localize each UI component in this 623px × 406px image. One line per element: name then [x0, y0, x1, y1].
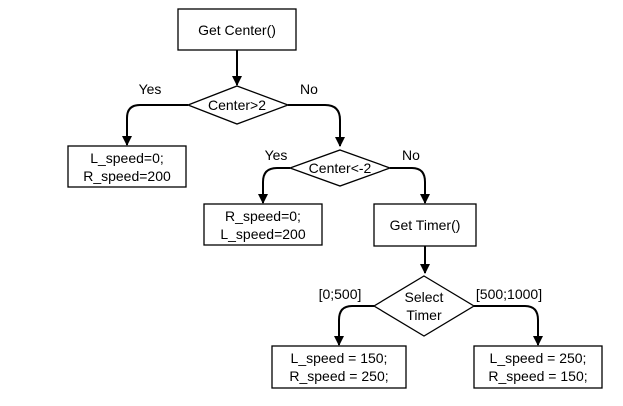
center-lt-neg2-yes-label: Yes — [265, 147, 288, 163]
timer-range-low-label: [0;500] — [319, 286, 362, 302]
center-gt-2-no-label: No — [300, 81, 318, 97]
edge-center-gt-2-no — [288, 104, 345, 147]
right-turn-line-1: R_speed=0; — [225, 208, 301, 224]
edge-timer-range-high — [474, 305, 543, 346]
timer-high-action-node: L_speed = 250; R_speed = 150; — [473, 345, 603, 389]
edge-timer-range-low — [334, 305, 374, 346]
timer-high-line-1: L_speed = 250; — [490, 350, 587, 366]
select-timer-line-2: Timer — [406, 307, 442, 323]
center-lt-neg2-no-label: No — [402, 147, 420, 163]
select-timer-line-1: Select — [405, 289, 444, 305]
get-timer-label: Get Timer() — [390, 217, 461, 233]
timer-range-high-label: [500;1000] — [476, 286, 542, 302]
timer-low-line-1: L_speed = 150; — [291, 350, 388, 366]
left-turn-action-node: L_speed=0; R_speed=200 — [67, 145, 187, 188]
edge-center-lt-neg2-no — [390, 167, 430, 204]
center-gt-2-yes-label: Yes — [139, 81, 162, 97]
center-gt-2-decision: Center>2 — [186, 85, 290, 125]
center-lt-neg2-label: Center<-2 — [309, 160, 372, 176]
timer-high-line-2: R_speed = 150; — [488, 368, 587, 384]
right-turn-line-2: L_speed=200 — [220, 226, 305, 242]
timer-low-action-node: L_speed = 150; R_speed = 250; — [271, 345, 407, 389]
get-center-label: Get Center() — [198, 22, 276, 38]
edge-center-gt-2-yes — [122, 104, 188, 146]
center-gt-2-label: Center>2 — [208, 97, 266, 113]
left-turn-line-2: R_speed=200 — [83, 168, 171, 184]
right-turn-action-node: R_speed=0; L_speed=200 — [203, 203, 323, 246]
timer-low-line-2: R_speed = 250; — [289, 368, 388, 384]
center-lt-neg2-decision: Center<-2 — [288, 149, 392, 187]
left-turn-line-1: L_speed=0; — [90, 150, 164, 166]
get-timer-node: Get Timer() — [373, 203, 477, 247]
get-center-node: Get Center() — [177, 8, 297, 51]
edge-center-lt-neg2-yes — [258, 167, 290, 204]
select-timer-decision: Select Timer — [372, 275, 476, 337]
